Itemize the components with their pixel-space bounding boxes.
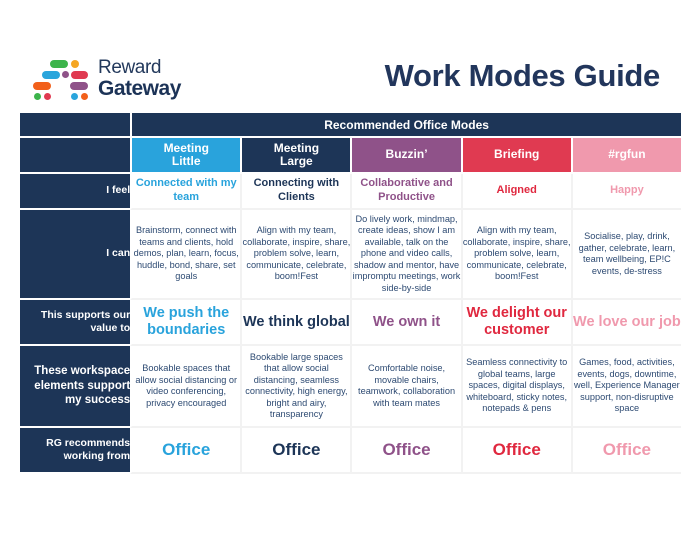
cell-value-meeting-little: We push the boundaries: [130, 300, 241, 346]
brand-word-line1: Reward: [98, 57, 162, 78]
cell-office-rgfun: Office: [570, 428, 681, 474]
brand-logo: Reward Gateway: [33, 58, 181, 100]
cell-i-can-briefing: Align with my team, collaborate, inspire…: [460, 210, 571, 300]
table-group-header-row: Recommended Office Modes: [20, 113, 681, 138]
column-header-buzzin[interactable]: Buzzin’: [350, 138, 461, 174]
column-header-rgfun[interactable]: #rgfun: [570, 138, 681, 174]
column-header-briefing[interactable]: Briefing: [460, 138, 571, 174]
cell-office-briefing: Office: [460, 428, 571, 474]
cell-i-can-buzzin: Do lively work, mindmap, create ideas, s…: [350, 210, 461, 300]
table-row-recommends-working-from: RG recommends working from Office Office…: [20, 428, 681, 474]
column-header-line1: Buzzin’: [385, 147, 428, 162]
row-label-i-feel: I feel: [20, 174, 131, 210]
cell-i-can-rgfun: Socialise, play, drink, gather, celebrat…: [570, 210, 681, 300]
column-header-line1: Meeting: [273, 140, 320, 155]
cell-elements-meeting-large: Bookable large spaces that allow social …: [240, 346, 351, 428]
corner-blank-cell-2: [20, 138, 131, 174]
cell-value-rgfun: We love our job: [570, 300, 681, 346]
row-label-workspace-elements: These workspace elements support my succ…: [20, 346, 131, 428]
cell-value-buzzin: We own it: [350, 300, 461, 346]
column-header-line2: Large: [280, 154, 313, 168]
row-label-recommends-working-from: RG recommends working from: [20, 428, 131, 474]
cell-office-meeting-little: Office: [130, 428, 241, 474]
table-mode-header-row: Meeting Little Meeting Large Buzzin’ Bri…: [20, 138, 681, 174]
cell-elements-meeting-little: Bookable spaces that allow social distan…: [130, 346, 241, 428]
page-title: Work Modes Guide: [384, 58, 661, 93]
work-modes-table: Recommended Office Modes Meeting Little …: [20, 113, 681, 474]
cell-elements-rgfun: Games, food, activities, events, dogs, d…: [570, 346, 681, 428]
column-header-meeting-large[interactable]: Meeting Large: [240, 138, 351, 174]
column-header-line1: #rgfun: [608, 147, 646, 162]
table-row-i-can: I can Brainstorm, connect with teams and…: [20, 210, 681, 300]
cell-i-can-meeting-little: Brainstorm, connect with teams and clien…: [130, 210, 241, 300]
cell-elements-buzzin: Comfortable noise, movable chairs, teamw…: [350, 346, 461, 428]
table-row-value: This supports our value to We push the b…: [20, 300, 681, 346]
cell-i-feel-meeting-little: Connected with my team: [130, 174, 241, 210]
corner-blank-cell: [20, 113, 131, 138]
column-header-line2: Little: [171, 154, 201, 168]
table-row-workspace-elements: These workspace elements support my succ…: [20, 346, 681, 428]
cell-office-meeting-large: Office: [240, 428, 351, 474]
reward-gateway-logo-mark: [33, 59, 89, 100]
brand-wordmark: Reward Gateway: [98, 58, 181, 99]
cell-value-meeting-large: We think global: [240, 300, 351, 346]
column-header-line1: Briefing: [494, 147, 540, 162]
row-label-i-can: I can: [20, 210, 131, 300]
cell-i-feel-briefing: Aligned: [460, 174, 571, 210]
brand-word-line2: Gateway: [98, 77, 181, 100]
cell-value-briefing: We delight our customer: [460, 300, 571, 346]
column-header-line1: Meeting: [163, 140, 209, 155]
table-row-i-feel: I feel Connected with my team Connecting…: [20, 174, 681, 210]
page-header: Reward Gateway Work Modes Guide: [0, 0, 700, 113]
cell-elements-briefing: Seamless connectivity to global teams, l…: [460, 346, 571, 428]
cell-office-buzzin: Office: [350, 428, 461, 474]
cell-i-feel-meeting-large: Connecting with Clients: [240, 174, 351, 210]
cell-i-feel-buzzin: Collaborative and Productive: [350, 174, 461, 210]
cell-i-can-meeting-large: Align with my team, collaborate, inspire…: [240, 210, 351, 300]
column-header-meeting-little[interactable]: Meeting Little: [130, 138, 241, 174]
row-label-value: This supports our value to: [20, 300, 131, 346]
group-header-recommended-office-modes: Recommended Office Modes: [130, 113, 681, 138]
cell-i-feel-rgfun: Happy: [570, 174, 681, 210]
